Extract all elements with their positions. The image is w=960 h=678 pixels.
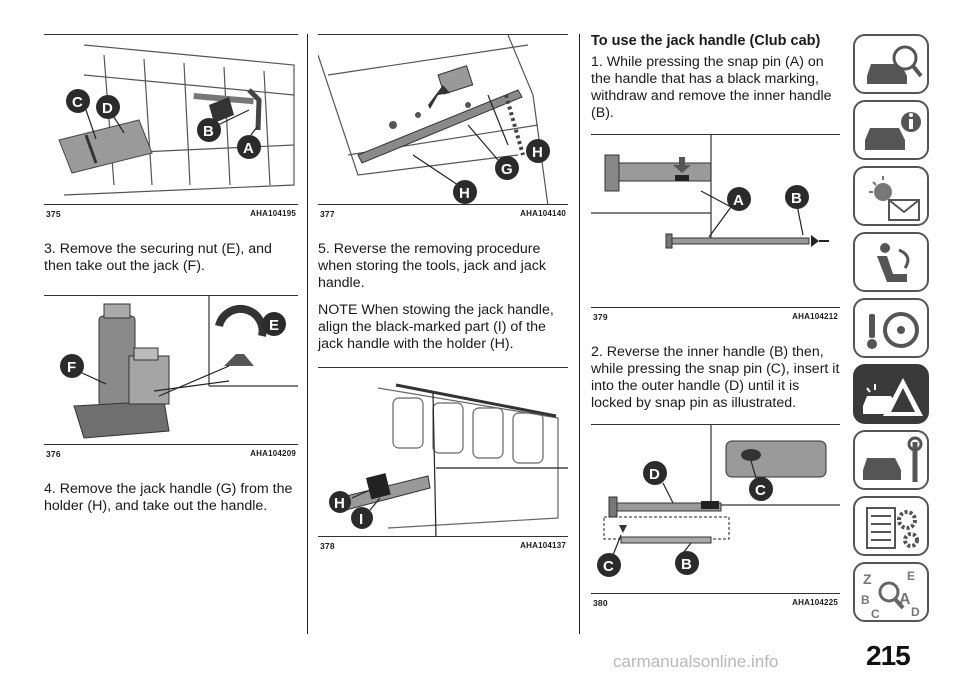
tab-car-info[interactable] <box>853 100 929 160</box>
checklist-gears-icon <box>866 507 919 549</box>
callout-H: H <box>334 495 345 512</box>
figure-number: 378 <box>320 541 335 551</box>
figure-code: AHA104195 <box>250 209 296 218</box>
callout-D: D <box>649 466 660 483</box>
figure-caption: 377 AHA104140 <box>318 205 568 219</box>
figure-number: 376 <box>46 449 61 459</box>
tab-car-magnifier[interactable] <box>853 34 929 94</box>
figure-caption: 376 AHA104209 <box>44 445 298 459</box>
callout-E: E <box>269 317 279 334</box>
car-wrench-icon <box>863 436 923 482</box>
tab-checklist-gears[interactable] <box>853 496 929 556</box>
inner-handle-insertion-illustration: D C C B <box>597 425 840 577</box>
section-heading: To use the jack handle (Club cab) <box>591 33 821 49</box>
callout-H2: H <box>459 185 470 202</box>
svg-text:B: B <box>861 593 870 607</box>
callout-B: B <box>791 190 802 207</box>
callout-H: H <box>532 144 543 161</box>
club-step-1-text: 1. While pressing the snap pin (A) on th… <box>591 54 832 121</box>
jack-and-nut-illustration: E F <box>60 296 298 439</box>
figure-caption: 379 AHA104212 <box>591 308 840 322</box>
figure-code: AHA104225 <box>792 598 838 607</box>
column-middle: H G H 377 AHA104140 5. Reverse the remov… <box>318 0 568 551</box>
tab-car-breakdown[interactable] <box>853 364 929 424</box>
car-breakdown-warning-icon <box>863 378 923 416</box>
figure-number: 379 <box>593 312 608 322</box>
column-left: C D B A 375 AHA104195 3. Remove the secu… <box>44 0 298 515</box>
callout-B: B <box>203 123 214 140</box>
figure-code: AHA104212 <box>792 312 838 321</box>
steering-wheel-key-icon <box>867 312 919 349</box>
callout-A: A <box>733 192 744 209</box>
svg-text:C: C <box>871 607 880 621</box>
figure-number: 375 <box>46 209 61 219</box>
figure-375: C D B A <box>44 34 298 205</box>
column-right: To use the jack handle (Club cab) 1. Whi… <box>591 0 840 608</box>
black-marked-handle-illustration: H I <box>318 383 568 536</box>
svg-text:E: E <box>907 569 915 583</box>
figure-380: D C C B <box>591 424 840 594</box>
callout-F: F <box>67 359 76 376</box>
callout-A: A <box>243 140 254 157</box>
car-info-icon <box>865 112 921 150</box>
note-text: NOTE When stowing the jack handle, align… <box>318 302 554 352</box>
step-3-text: 3. Remove the securing nut (E), and then… <box>44 241 272 274</box>
car-magnifier-icon <box>867 45 923 84</box>
figure-caption: 378 AHA104137 <box>318 537 568 551</box>
warning-lights-envelope-icon <box>869 176 920 221</box>
figure-code: AHA104140 <box>520 209 566 218</box>
callout-I: I <box>359 511 363 528</box>
callout-C: C <box>72 94 83 111</box>
callout-G: G <box>501 161 513 178</box>
tab-warning-lights[interactable] <box>853 166 929 226</box>
alphabet-index-icon: Z E B A C D <box>861 569 920 621</box>
tab-seat-airbag[interactable] <box>853 232 929 292</box>
tab-steering-key[interactable] <box>853 298 929 358</box>
page-number: 215 <box>866 640 911 671</box>
inner-handle-removal-illustration: A B <box>591 135 829 249</box>
callout-D: D <box>102 100 113 117</box>
figure-code: AHA104209 <box>250 449 296 458</box>
column-divider <box>307 34 308 634</box>
handle-in-holder-illustration: H G H <box>318 35 550 204</box>
chapter-tabs: Z E B A C D <box>853 34 929 628</box>
step-5-text: 5. Reverse the removing procedure when s… <box>318 241 546 291</box>
seat-airbag-icon <box>877 243 910 282</box>
svg-text:D: D <box>911 605 920 619</box>
figure-number: 380 <box>593 598 608 608</box>
figure-caption: 380 AHA104225 <box>591 594 840 608</box>
watermark: carmanualsonline.info <box>613 652 779 671</box>
callout-C: C <box>755 482 766 499</box>
callout-B: B <box>681 556 692 573</box>
figure-379: A B <box>591 134 840 308</box>
svg-text:A: A <box>899 591 911 608</box>
figure-378: H I <box>318 367 568 537</box>
callout-C2: C <box>603 558 614 575</box>
tab-car-wrench[interactable] <box>853 430 929 490</box>
figure-376: E F <box>44 295 298 445</box>
tab-alphabet-index[interactable]: Z E B A C D <box>853 562 929 622</box>
step-4-text: 4. Remove the jack handle (G) from the h… <box>44 481 293 514</box>
column-divider <box>579 34 580 634</box>
club-step-2-text: 2. Reverse the inner handle (B) then, wh… <box>591 344 840 411</box>
svg-text:Z: Z <box>863 571 872 587</box>
figure-377: H G H <box>318 34 568 205</box>
jack-handle-holder-illustration: C D B A <box>58 44 295 196</box>
figure-number: 377 <box>320 209 335 219</box>
figure-caption: 375 AHA104195 <box>44 205 298 219</box>
figure-code: AHA104137 <box>520 541 566 550</box>
